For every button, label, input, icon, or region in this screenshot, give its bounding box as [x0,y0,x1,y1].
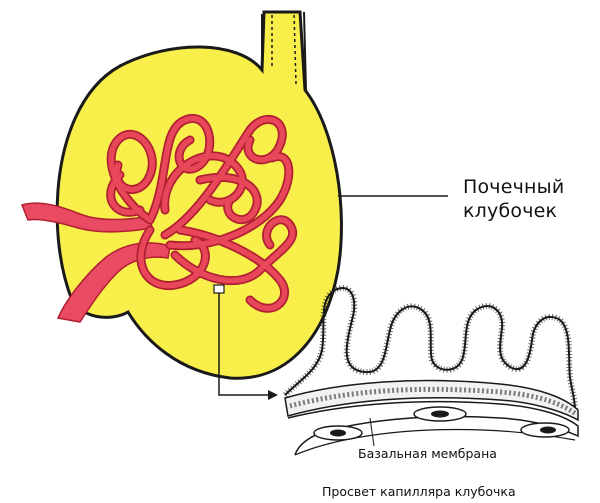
magnify-arrow-head [268,390,278,400]
label-capillary-lumen: Просвет капилляра клубочка [322,484,516,499]
label-glomerulus-line1: Почечный [463,176,565,198]
label-basement-membrane: Базальная мембрана [358,446,497,461]
bowman-capsule [55,10,343,380]
capsule-body [55,10,343,380]
label-glomerulus-line2: клубочек [463,200,558,222]
endothelial-nucleus-1 [330,429,346,437]
basement-membrane-band [284,379,579,422]
magnify-arrow-line [218,293,268,396]
filtration-membrane-detail [282,285,579,456]
magnify-marker [213,284,225,294]
capsule-epithelium [56,46,343,380]
capillary-loop-fill [108,115,296,312]
endothelial-nucleus-3 [540,426,556,434]
basement-membrane-leader [369,417,375,447]
podocyte-fuzz [282,285,578,411]
tubule-cell-line-inner [271,11,297,85]
endothelial-nucleus-2 [431,410,449,418]
tubule-cell-line-outer [261,11,307,91]
capillary-tuft [106,113,298,313]
